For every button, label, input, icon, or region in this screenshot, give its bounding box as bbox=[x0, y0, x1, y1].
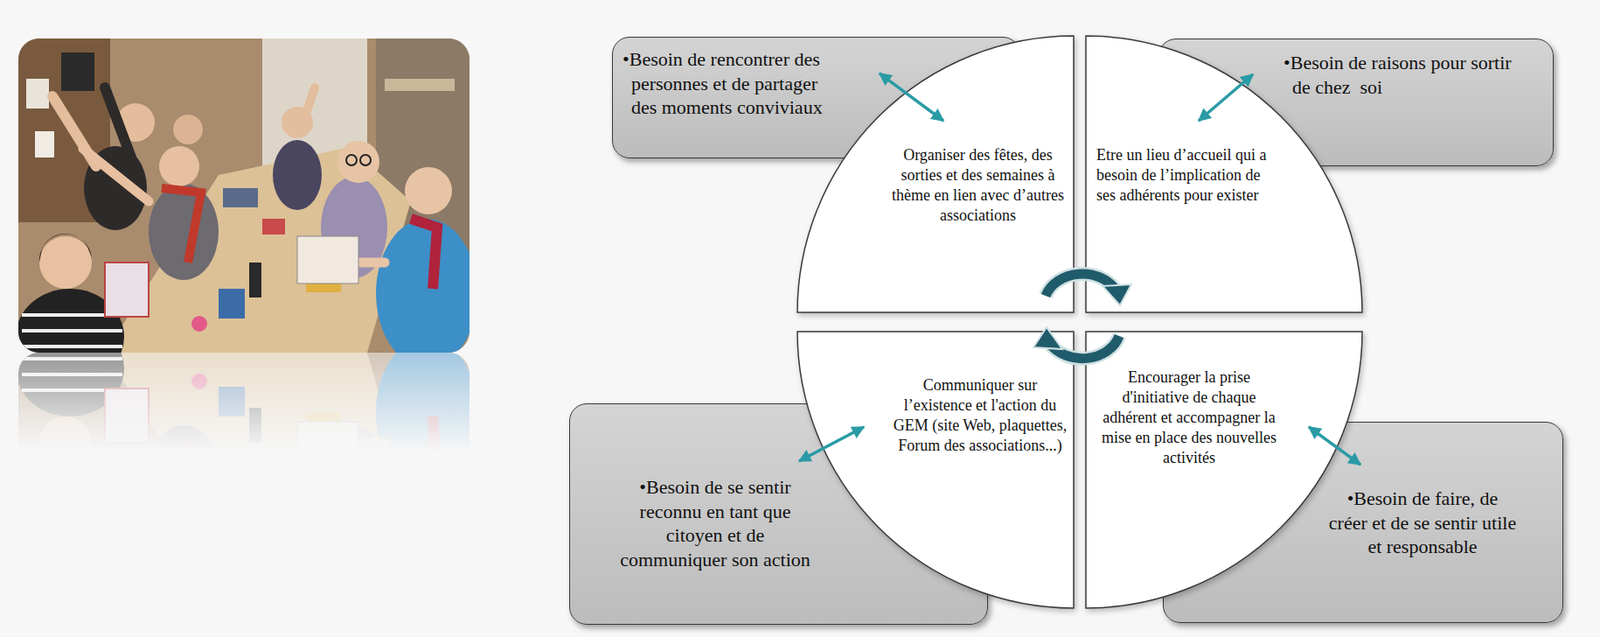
action-quadrant: Encourager la prise d'initiative de chaq… bbox=[1085, 330, 1364, 609]
group-photo bbox=[18, 38, 470, 353]
photo-reflection bbox=[18, 352, 470, 451]
double-arrow-connector bbox=[799, 426, 864, 461]
action-text: Organiser des fêtes, des sorties et des … bbox=[888, 145, 1068, 226]
need-text: •Besoin de raisons pour sortir de chez s… bbox=[1283, 50, 1513, 99]
quadrant-outline bbox=[797, 35, 1074, 313]
action-quadrant: Communiquer sur l’existence et l'action … bbox=[796, 330, 1075, 609]
need-box: •Besoin de faire, de créer et de se sent… bbox=[1162, 421, 1564, 623]
quadrant-shape bbox=[796, 330, 1075, 609]
cycle-arrows bbox=[1033, 273, 1132, 359]
action-quadrant: Organiser des fêtes, des sorties et des … bbox=[796, 34, 1075, 314]
quadrant-outline bbox=[1085, 331, 1363, 608]
cycle-arrowhead bbox=[1033, 326, 1063, 349]
action-text: Etre un lieu d’accueil qui a besoin de l… bbox=[1096, 145, 1282, 206]
quadrant-outline bbox=[797, 331, 1074, 608]
need-text: •Besoin de se sentir reconnu en tant que… bbox=[612, 474, 819, 571]
double-arrow-connector bbox=[879, 73, 944, 121]
action-text: Encourager la prise d'initiative de chaq… bbox=[1096, 367, 1282, 468]
cycle-arrow-outline bbox=[1045, 273, 1116, 296]
need-text: •Besoin de faire, de créer et de se sent… bbox=[1325, 486, 1520, 559]
action-text: Communiquer sur l’existence et l'action … bbox=[888, 375, 1072, 456]
cycle-arrowhead bbox=[1102, 284, 1132, 306]
need-text: •Besoin de rencontrer des personnes et d… bbox=[622, 47, 833, 120]
need-box: •Besoin de rencontrer des personnes et d… bbox=[612, 36, 1021, 159]
double-arrow-connector bbox=[1308, 426, 1361, 465]
cycle-arrow-top bbox=[1045, 273, 1116, 296]
reflection-fade bbox=[18, 352, 470, 452]
double-arrow-connector bbox=[1198, 74, 1253, 121]
need-box: •Besoin de se sentir reconnu en tant que… bbox=[569, 403, 988, 625]
